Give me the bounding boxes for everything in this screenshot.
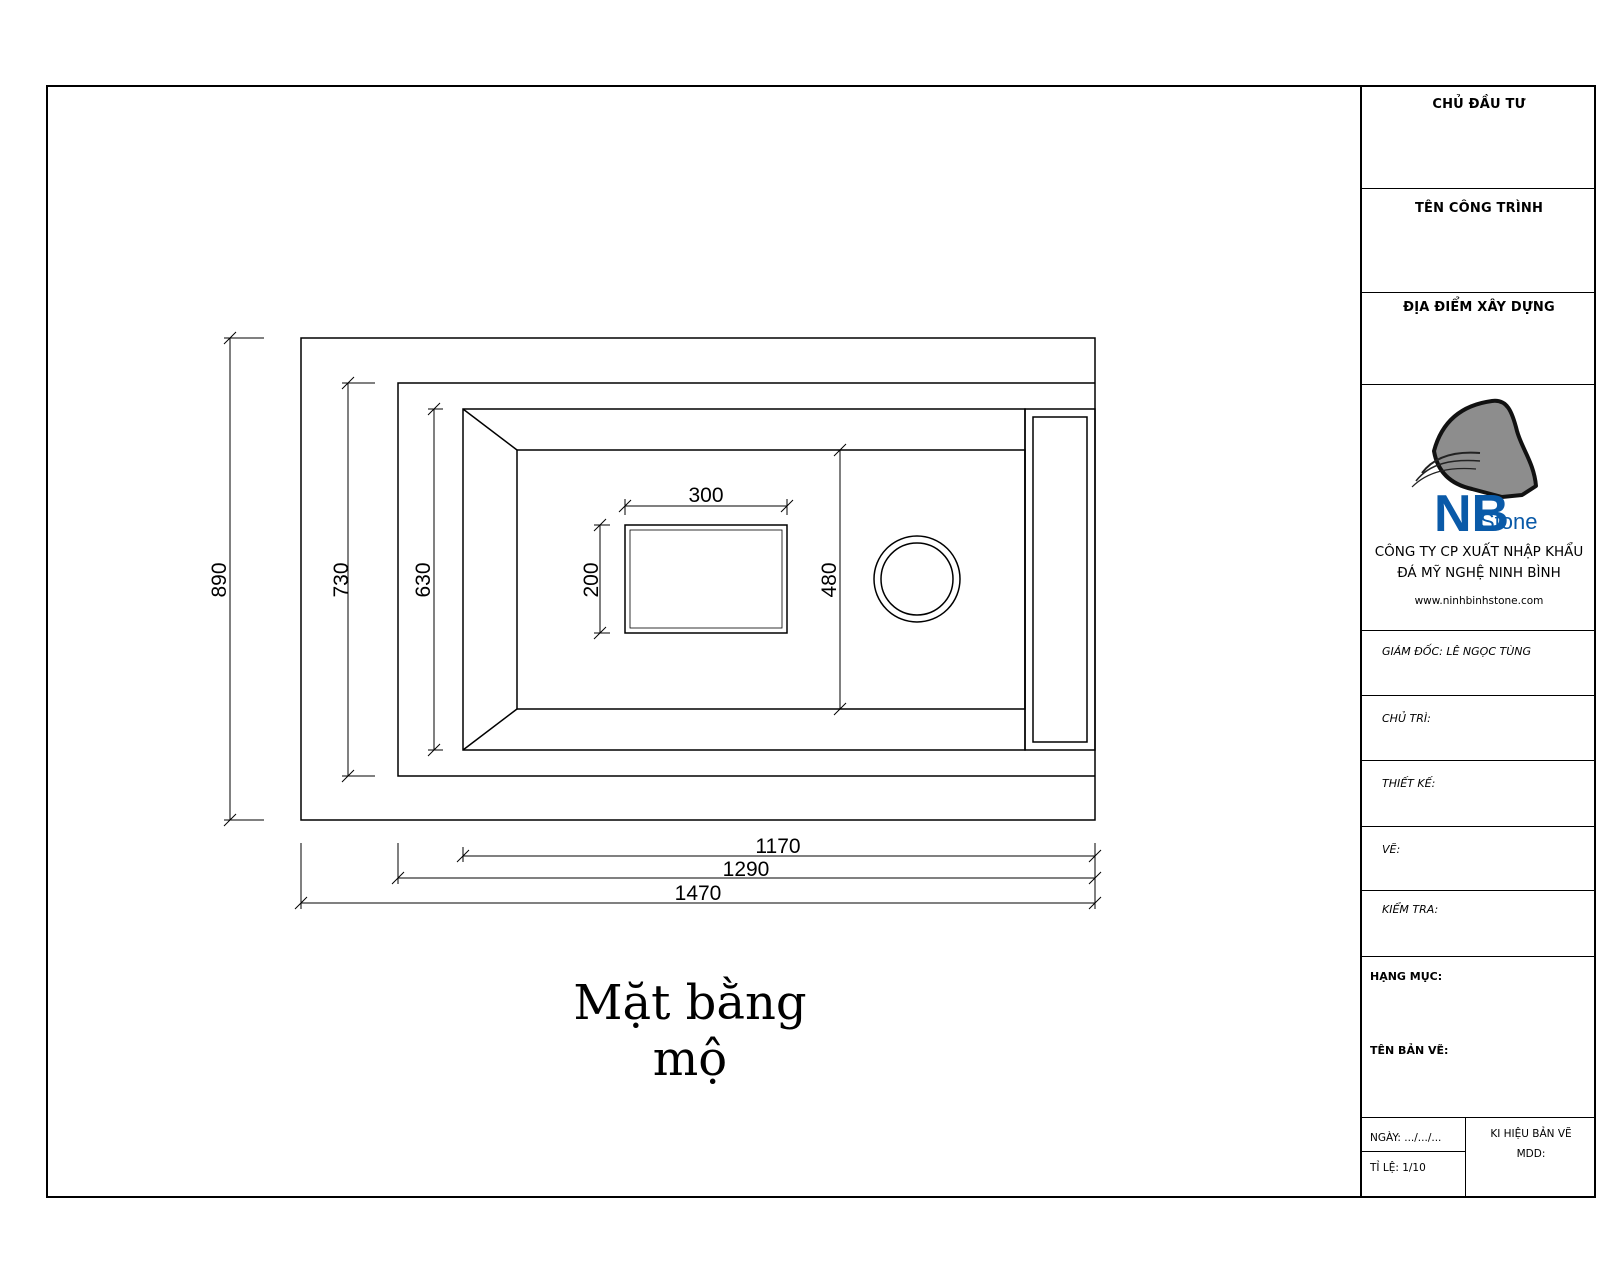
project-cell: TÊN CÔNG TRÌNH (1362, 189, 1596, 293)
side-block-outer (1024, 408, 1096, 751)
lead-cell: CHỦ TRÌ: (1362, 696, 1596, 761)
dim-label-200: 200 (580, 562, 603, 597)
company-name-line2: ĐÁ MỸ NGHỆ NINH BÌNH (1397, 565, 1561, 581)
dim-label-300: 300 (688, 484, 723, 507)
logo-brand-text: Stone (1480, 509, 1538, 534)
designer-cell: THIẾT KẾ: (1362, 761, 1596, 827)
dim-label-480: 480 (818, 562, 841, 597)
footer-cell: NGÀY: .../.../... TỈ LỆ: 1/10 KI HIỆU BẢ… (1362, 1118, 1596, 1196)
plaque-outer (624, 524, 788, 634)
drawing-title: Mặt bằng mộ (573, 975, 807, 1087)
drawing-code-cell: KI HIỆU BẢN VẼ MDD: (1466, 1128, 1596, 1194)
location-label: ĐỊA ĐIỂM XÂY DỰNG (1403, 300, 1555, 315)
drawing-name-label: TÊN BẢN VẼ: (1370, 1044, 1449, 1057)
mid-base (397, 382, 1095, 777)
inner-frame (462, 408, 1026, 751)
vase-inner (880, 542, 954, 616)
scale-label: TỈ LỆ: 1/10 (1370, 1162, 1426, 1174)
date-scale-cell: NGÀY: .../.../... TỈ LỆ: 1/10 (1362, 1118, 1466, 1196)
bevel-line (462, 708, 518, 751)
dim-tick (833, 443, 847, 457)
director-label: GIÁM ĐỐC: LÊ NGỌC TÙNG (1382, 645, 1532, 658)
category-cell: HẠNG MỤC: TÊN BẢN VẼ: (1362, 957, 1596, 1118)
checker-cell: KIỂM TRA: (1362, 891, 1596, 957)
vase-outer (873, 535, 961, 623)
dim-tick (294, 896, 308, 910)
dim-label-1170: 1170 (755, 835, 800, 858)
dim-label-630: 630 (412, 562, 435, 597)
category-label: HẠNG MỤC: (1370, 970, 1443, 983)
dim-tick (427, 743, 441, 757)
lead-label: CHỦ TRÌ: (1382, 712, 1431, 725)
drawing-sheet-frame (46, 85, 1596, 1198)
dim-label-730: 730 (330, 562, 353, 597)
plaque-inner (629, 529, 783, 629)
dim-tick (833, 702, 847, 716)
dim-tick (391, 871, 405, 885)
company-name-line1: CÔNG TY CP XUẤT NHẬP KHẨU (1374, 544, 1584, 560)
company-website: www.ninhbinhstone.com (1414, 595, 1544, 607)
designer-label: THIẾT KẾ: (1382, 777, 1436, 790)
dim-label-890: 890 (208, 562, 231, 597)
footer-divider (1362, 1151, 1466, 1152)
date-label: NGÀY: .../.../... (1370, 1132, 1442, 1144)
drafter-label: VẼ: (1382, 843, 1401, 856)
dim-tick (780, 499, 794, 513)
dim-label-1470: 1470 (675, 882, 722, 905)
dim-tick (341, 376, 355, 390)
dim-tick (427, 402, 441, 416)
location-cell: ĐỊA ĐIỂM XÂY DỰNG (1362, 293, 1596, 385)
owner-cell: CHỦ ĐẦU TƯ (1362, 85, 1596, 189)
dim-tick (593, 518, 607, 532)
dim-tick (341, 769, 355, 783)
dim-label-1290: 1290 (723, 858, 770, 881)
dim-tick (223, 331, 237, 345)
drafter-cell: VẼ: (1362, 827, 1596, 891)
dim-tick (223, 813, 237, 827)
drawing-code-label: KI HIỆU BẢN VẼ (1490, 1128, 1572, 1140)
checker-label: KIỂM TRA: (1382, 903, 1439, 916)
owner-label: CHỦ ĐẦU TƯ (1432, 97, 1526, 112)
title-block: CHỦ ĐẦU TƯ TÊN CÔNG TRÌNH ĐỊA ĐIỂM XÂY D… (1360, 85, 1596, 1198)
logo-brand-mark: NB (1434, 485, 1509, 541)
drawing-code-value: MDD: (1516, 1148, 1546, 1160)
project-label: TÊN CÔNG TRÌNH (1414, 201, 1544, 216)
ninhbinh-stone-logo-icon: NB Stone (1411, 398, 1538, 541)
bevel-line (462, 408, 518, 451)
logo-cell: NB Stone CÔNG TY CP XUẤT NHẬP KHẨU ĐÁ MỸ… (1362, 385, 1596, 631)
dim-tick (593, 626, 607, 640)
director-cell: GIÁM ĐỐC: LÊ NGỌC TÙNG (1362, 631, 1596, 696)
side-block-inner (1032, 416, 1088, 743)
dim-tick (618, 499, 632, 513)
dim-tick (456, 849, 470, 863)
